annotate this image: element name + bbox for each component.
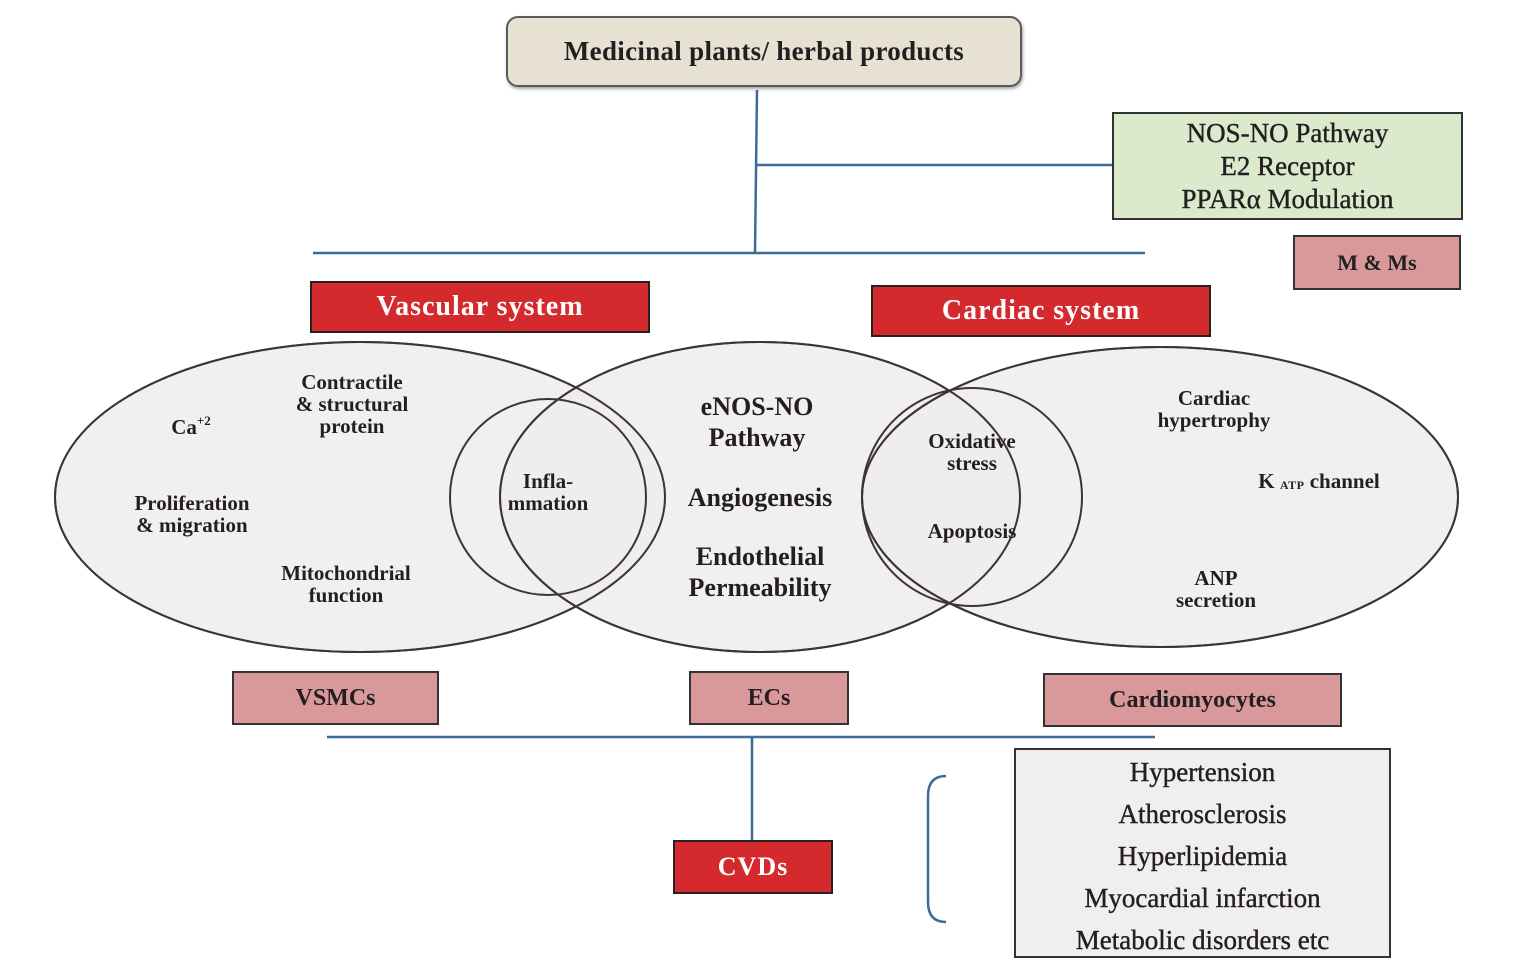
cardiac-system-label: Cardiac system	[871, 285, 1211, 337]
mechanism-line: NOS-NO Pathway	[1186, 117, 1389, 148]
proliferation-label: Proliferation & migration	[134, 491, 250, 538]
disease-bracket	[926, 774, 947, 924]
disease-item: Hypertension	[1129, 757, 1276, 787]
cvds-label: CVDs	[673, 840, 833, 894]
mitochondrial-label: Mitochondrial function	[281, 561, 411, 608]
mechanisms-tag: M & Ms	[1293, 235, 1461, 290]
cell-type-label: ECs	[747, 684, 791, 711]
permeability-label: Endothelial Permeability	[688, 542, 832, 602]
inflammation-circle	[449, 398, 647, 596]
calcium-charge: +2	[196, 413, 211, 428]
contractile-label: Contractile & structural protein	[295, 370, 409, 439]
connectors	[313, 89, 1155, 924]
cell-type-ecs: ECs	[689, 671, 849, 725]
oxidative-circle	[861, 387, 1083, 607]
cell-type-label: Cardiomyocytes	[1109, 686, 1276, 713]
katp-suffix: channel	[1304, 469, 1380, 493]
root-trunk-line	[753, 89, 759, 254]
calcium-text: Ca	[171, 415, 197, 439]
katp-label: K ATP channel	[1258, 470, 1379, 492]
venn-outlines	[54, 341, 1459, 653]
mechanism-line: E2 Receptor	[1220, 150, 1355, 181]
mechanisms-tag-label: M & Ms	[1337, 249, 1417, 275]
vascular-system-label: Vascular system	[310, 281, 650, 333]
calcium-label: Ca+2	[171, 414, 211, 438]
venn-shapes	[54, 341, 1459, 653]
hypertrophy-label: Cardiac hypertrophy	[1157, 386, 1271, 433]
root-label: Medicinal plants/ herbal products	[563, 36, 965, 66]
disease-item: Hyperlipidemia	[1117, 841, 1288, 871]
anp-label: ANP secretion	[1175, 566, 1257, 613]
disease-item: Metabolic disorders etc	[1075, 925, 1330, 955]
angiogenesis-label: Angiogenesis	[687, 483, 833, 512]
inflammation-label: Infla- mmation	[507, 469, 589, 516]
disease-item: Atherosclerosis	[1118, 799, 1287, 829]
vascular-system-text: Vascular system	[376, 291, 584, 322]
root-box: Medicinal plants/ herbal products	[506, 16, 1022, 87]
mechanism-line: PPARα Modulation	[1181, 183, 1394, 214]
cvds-text: CVDs	[717, 852, 789, 881]
apoptosis-label: Apoptosis	[927, 519, 1017, 543]
disease-item: Myocardial infarction	[1084, 883, 1321, 913]
oxidative-stress-label: Oxidative stress	[928, 429, 1016, 476]
cardiac-system-text: Cardiac system	[941, 295, 1141, 326]
disease-list: Hypertension Atherosclerosis Hyperlipide…	[1014, 748, 1391, 958]
katp-k: K	[1258, 469, 1275, 493]
cell-type-label: VSMCs	[295, 684, 376, 711]
enos-label: eNOS-NO Pathway	[700, 392, 814, 452]
mechanism-box: NOS-NO Pathway E2 Receptor PPARα Modulat…	[1112, 112, 1463, 220]
katp-subscript: ATP	[1279, 478, 1305, 492]
cell-type-cardiomyocytes: Cardiomyocytes	[1043, 673, 1342, 727]
cell-type-vsmcs: VSMCs	[232, 671, 439, 725]
